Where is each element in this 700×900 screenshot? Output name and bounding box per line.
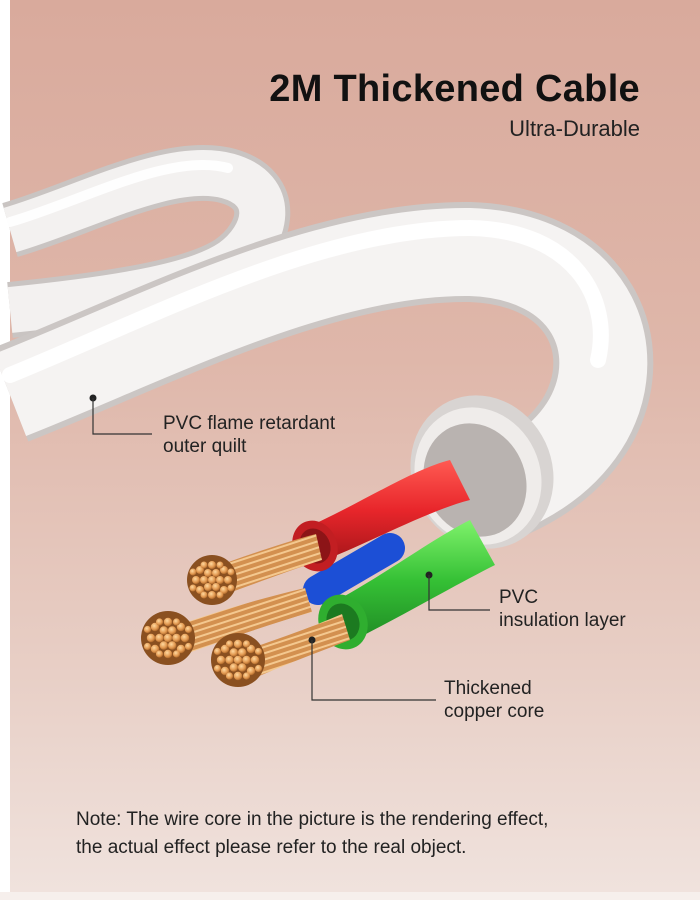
note-line1: Note: The wire core in the picture is th… [76,809,549,830]
callout-line-insulation [428,575,490,611]
callout-outer-quilt: PVC flame retardant outer quilt [163,412,335,458]
callout-line-outer [92,398,152,435]
callout-line-copper [311,640,436,701]
callout-copper-line2: copper core [444,701,545,722]
page-subtitle: Ultra-Durable [509,116,640,141]
copper-strands [170,534,350,680]
white-edge-strip [0,0,10,900]
callout-insulation-line2: insulation layer [499,610,626,631]
callout-lines [89,394,490,701]
callout-outer-line1: PVC flame retardant [163,413,336,434]
callout-outer-line2: outer quilt [163,436,247,457]
blue-wire [303,533,405,605]
bottom-edge-strip [0,892,700,900]
page-title: 2M Thickened Cable [269,68,640,110]
copper-core-ends [141,555,265,687]
callout-copper-core: Thickened copper core [444,677,544,723]
callout-copper-line1: Thickened [444,678,532,699]
callout-insulation-layer: PVC insulation layer [499,586,626,632]
note-line2: the actual effect please refer to the re… [76,837,467,858]
disclaimer-note: Note: The wire core in the picture is th… [76,806,666,862]
callout-insulation-line1: PVC [499,587,539,608]
white-cable [0,144,654,549]
